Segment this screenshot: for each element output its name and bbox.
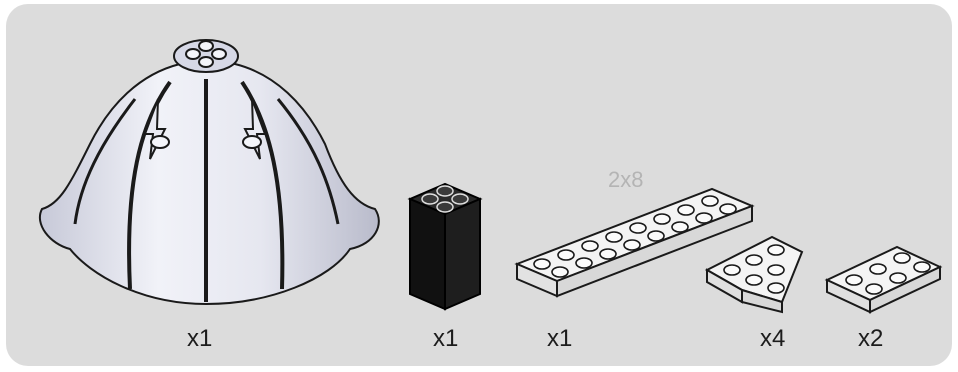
plate-2x8-quantity: x1 (547, 325, 572, 353)
wedge-plate-image (702, 232, 817, 312)
parts-list-panel: x1 x1 2x8 x1 (6, 4, 952, 366)
black-brick-image (400, 169, 490, 314)
wedge-plate-quantity: x4 (760, 325, 785, 353)
dome-quantity: x1 (187, 325, 212, 353)
plate-2x3-image (822, 242, 947, 312)
black-brick-quantity: x1 (433, 325, 458, 353)
plate-2x3-quantity: x2 (858, 325, 883, 353)
dome-part-image (30, 34, 390, 324)
